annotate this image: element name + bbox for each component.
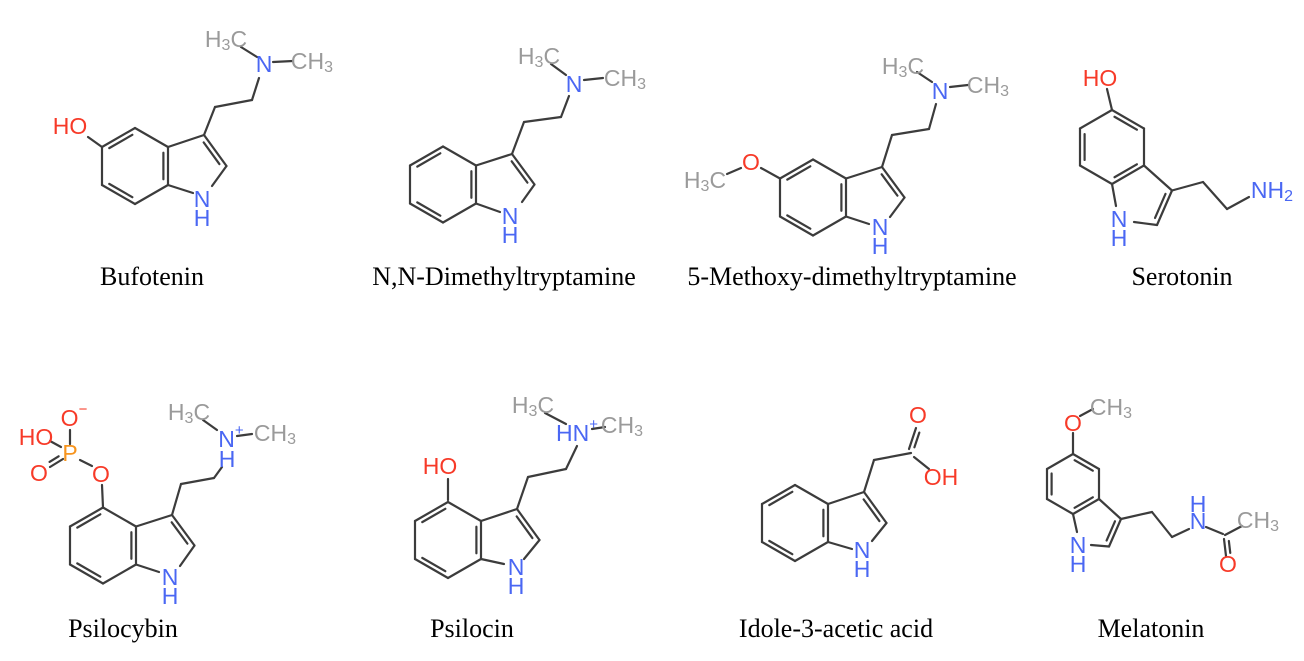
- svg-text:N+: N+: [218, 422, 244, 453]
- svg-text:H: H: [508, 573, 525, 599]
- svg-text:O−: O−: [61, 401, 88, 432]
- svg-text:H3C: H3C: [518, 43, 560, 71]
- molecule-label-dmt: N,N-Dimethyltryptamine: [372, 262, 636, 291]
- molecule-label-psilocin: Psilocin: [430, 614, 514, 643]
- svg-text:H3C: H3C: [684, 167, 726, 195]
- svg-text:CH3: CH3: [1237, 507, 1279, 535]
- svg-text:CH3: CH3: [291, 48, 333, 76]
- svg-text:O: O: [1064, 410, 1082, 436]
- svg-text:N: N: [508, 554, 525, 580]
- svg-text:O: O: [909, 402, 927, 428]
- svg-text:H: H: [502, 222, 519, 248]
- svg-text:NH2: NH2: [1251, 177, 1293, 205]
- molecule-structure-indole-3-acetic-acid: O OH NH: [760, 402, 959, 582]
- svg-text:H3C: H3C: [512, 392, 554, 420]
- svg-text:CH3: CH3: [254, 420, 296, 448]
- svg-text:O: O: [742, 149, 760, 175]
- svg-text:HN+: HN+: [556, 416, 598, 447]
- svg-text:H: H: [219, 446, 236, 472]
- molecule-label-5-meo-dmt: 5-Methoxy-dimethyltryptamine: [687, 262, 1017, 291]
- svg-text:N: N: [256, 51, 273, 77]
- svg-text:HO: HO: [53, 113, 88, 139]
- svg-text:H: H: [1111, 225, 1128, 251]
- svg-text:CH3: CH3: [601, 412, 643, 440]
- svg-text:N: N: [932, 78, 949, 104]
- svg-text:O: O: [92, 461, 110, 487]
- molecule-label-serotonin: Serotonin: [1131, 262, 1233, 291]
- svg-text:O: O: [30, 460, 48, 486]
- svg-text:N: N: [854, 537, 871, 563]
- molecule-label-indole-3-acetic-acid: Idole-3-acetic acid: [738, 614, 934, 643]
- svg-text:HO: HO: [1083, 65, 1118, 91]
- svg-text:H: H: [194, 205, 211, 231]
- svg-text:CH3: CH3: [604, 65, 646, 93]
- svg-text:OH: OH: [924, 464, 959, 490]
- svg-text:H: H: [1190, 491, 1207, 517]
- svg-text:H: H: [162, 583, 179, 609]
- svg-text:N: N: [502, 203, 519, 229]
- svg-text:H3C: H3C: [205, 26, 247, 54]
- svg-text:N: N: [162, 564, 179, 590]
- svg-text:N: N: [1111, 206, 1128, 232]
- svg-text:N: N: [1190, 508, 1207, 534]
- svg-text:N: N: [1070, 532, 1087, 558]
- svg-text:H3C: H3C: [882, 53, 924, 81]
- svg-text:N: N: [566, 71, 583, 97]
- svg-text:N: N: [872, 214, 889, 240]
- svg-text:N: N: [194, 186, 211, 212]
- molecule-label-psilocybin: Psilocybin: [68, 614, 178, 643]
- svg-text:CH3: CH3: [967, 72, 1009, 100]
- svg-text:HO: HO: [423, 453, 458, 479]
- svg-text:H3C: H3C: [168, 399, 210, 427]
- molecule-label-melatonin: Melatonin: [1097, 614, 1205, 643]
- svg-text:P: P: [62, 440, 77, 466]
- svg-text:CH3: CH3: [1090, 394, 1132, 422]
- svg-text:H: H: [1070, 551, 1087, 577]
- svg-text:H: H: [872, 233, 889, 259]
- svg-text:HO: HO: [19, 424, 54, 450]
- svg-text:H: H: [854, 556, 871, 582]
- svg-text:O: O: [1219, 551, 1237, 577]
- molecule-label-bufotenin: Bufotenin: [100, 262, 204, 291]
